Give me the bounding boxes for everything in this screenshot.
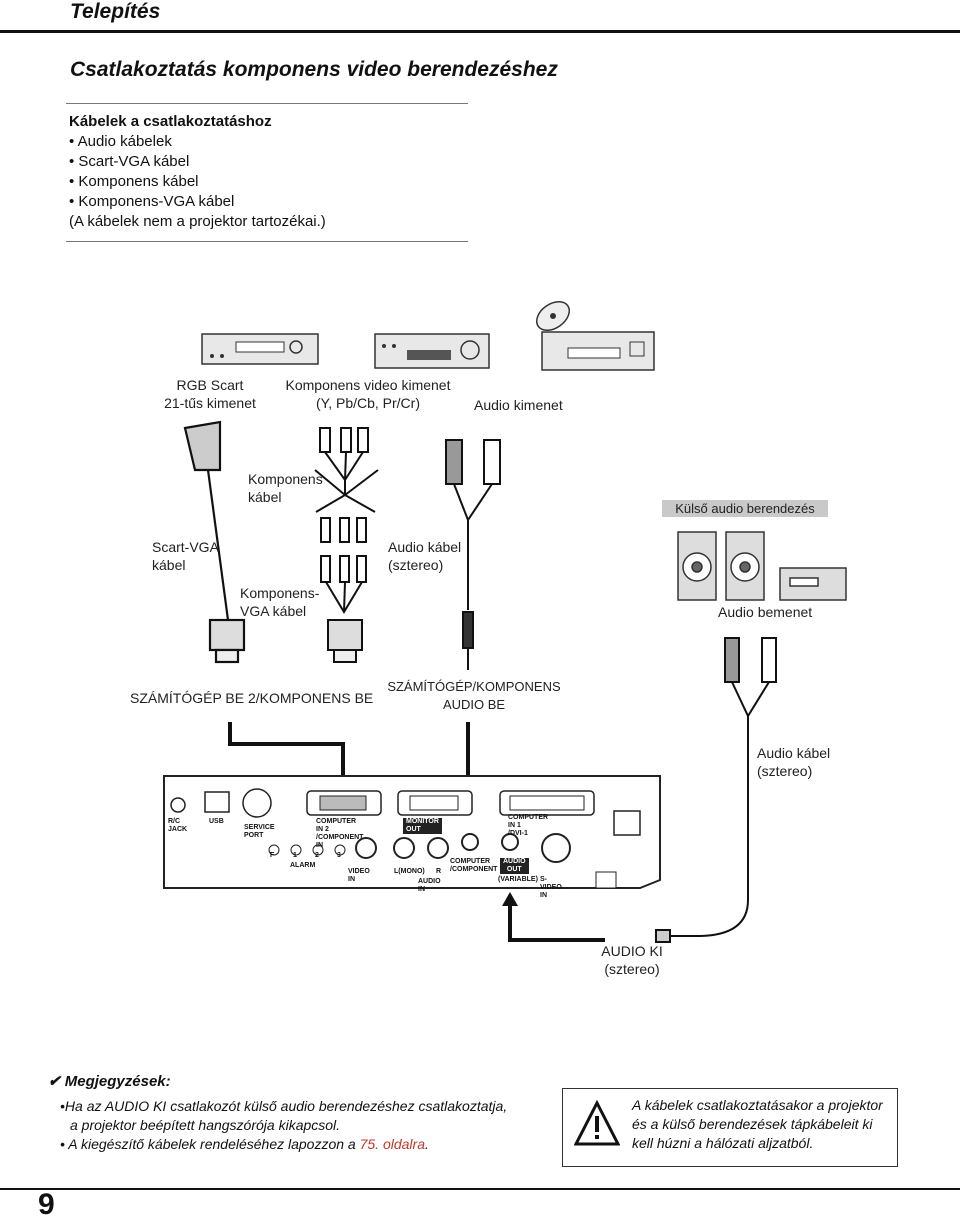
cables-title: Kábelek a csatlakoztatáshoz xyxy=(69,113,272,130)
audio-in-label: Audio bemenet xyxy=(718,604,813,620)
section-title: Csatlakoztatás komponens video berendezé… xyxy=(70,58,558,81)
rgb-scart-label-2: 21-tűs kimenet xyxy=(164,395,256,411)
scart-device-icon xyxy=(201,333,319,365)
usb-label: USB xyxy=(209,818,224,825)
comp-vga-label: Komponens- xyxy=(240,585,320,601)
notes-title: ✔ Megjegyzések: xyxy=(48,1072,171,1090)
note-line-3-text: • A kiegészítő kábelek rendeléséhez lapo… xyxy=(60,1136,360,1152)
component-cable-label-2: kábel xyxy=(248,489,282,505)
component-cable xyxy=(314,427,379,663)
audio-in-panel-label: AUDIO IN xyxy=(418,878,441,893)
scart-vga-cable xyxy=(183,420,246,664)
warning-text: A kábelek csatlakoztatásakor a projektor… xyxy=(632,1096,894,1153)
alarm-3-label: 3 xyxy=(337,852,341,859)
connection-arrows xyxy=(228,722,605,942)
variable-label: (VARIABLE) xyxy=(498,876,538,883)
warning-box xyxy=(562,1088,898,1167)
audio-out-label: Audio kimenet xyxy=(474,397,563,413)
note-line-2: a projektor beépített hangszórója kikapc… xyxy=(70,1117,341,1133)
audio-source-device-icon xyxy=(535,300,655,371)
computer-in1-label: COMPUTER IN 1/DVI-1 xyxy=(508,814,549,837)
list-item: Komponens kábel xyxy=(69,172,468,192)
rgb-scart-label: RGB Scart xyxy=(176,377,244,393)
header-rule xyxy=(0,30,960,33)
header-title: Telepítés xyxy=(70,0,161,23)
cables-box: Kábelek a csatlakoztatáshoz Audio kábele… xyxy=(66,103,468,242)
scart-vga-label-2: kábel xyxy=(152,557,186,573)
list-item: Scart-VGA kábel xyxy=(69,152,468,172)
computer-in2-panel-label: COMPUTER IN 2/COMPONENT IN xyxy=(316,818,364,849)
audio-cable-label: Audio kábel xyxy=(388,539,462,555)
video-in-label: VIDEO IN xyxy=(348,868,370,883)
alarm-2-label: 2 xyxy=(315,852,319,859)
alarm-1-label: 1 xyxy=(293,852,297,859)
scart-vga-label: Scart-VGA xyxy=(152,539,219,555)
computer-component-label: COMPUTER/COMPONENT xyxy=(450,858,498,873)
note-line-3-end: . xyxy=(425,1136,429,1152)
notes-title-text: Megjegyzések: xyxy=(64,1073,171,1090)
cables-list: Audio kábelek Scart-VGA kábel Komponens … xyxy=(69,132,468,212)
audio-cable-right-label: Audio kábel xyxy=(757,745,831,761)
computer-in2-label: SZÁMÍTÓGÉP BE 2/KOMPONENS BE xyxy=(130,690,374,706)
audio-out-cable xyxy=(655,637,777,943)
audio-cable-right-label-2: (sztereo) xyxy=(757,763,813,779)
check-icon: ✔ xyxy=(48,1073,61,1090)
computer-audio-label: SZÁMÍTÓGÉP/KOMPONENS xyxy=(387,679,561,694)
external-audio-label: Külső audio berendezés xyxy=(662,500,828,517)
cables-note: (A kábelek nem a projektor tartozékai.) xyxy=(69,213,326,230)
lmono-label: L(MONO) xyxy=(394,868,425,875)
computer-audio-label-2: AUDIO BE xyxy=(442,697,506,712)
alarm-label: ALARM xyxy=(290,862,316,869)
note-line-1: •Ha az AUDIO KI csatlakozót külső audio … xyxy=(60,1098,508,1114)
warning-line-3: kell húzni a hálózati aljzatból. xyxy=(632,1135,814,1151)
warning-line-1: A kábelek csatlakoztatásakor a projektor xyxy=(632,1097,883,1113)
page-link[interactable]: 75. oldalra xyxy=(359,1136,425,1152)
audio-ki-label-2: (sztereo) xyxy=(604,961,660,977)
component-cable-label: Komponens xyxy=(248,471,323,487)
audio-cable xyxy=(445,439,501,670)
note-line-3: • A kiegészítő kábelek rendeléséhez lapo… xyxy=(60,1135,550,1154)
list-item: Audio kábelek xyxy=(69,132,468,152)
component-out-label: Komponens video kimenet xyxy=(285,377,451,393)
component-device-icon xyxy=(374,333,490,369)
r-label: R xyxy=(436,868,442,875)
comp-vga-label-2: VGA kábel xyxy=(240,603,307,619)
footer-rule xyxy=(0,1188,960,1190)
warning-line-2: és a külső berendezések tápkábeleit ki xyxy=(632,1116,873,1132)
alarm-f-label: F xyxy=(270,852,275,859)
audio-cable-label-2: (sztereo) xyxy=(388,557,444,573)
s-video-label: S-VIDEO IN xyxy=(540,876,562,899)
list-item: Komponens-VGA kábel xyxy=(69,192,468,212)
speaker-icon xyxy=(677,531,847,601)
monitor-out-label: MONITOR OUT xyxy=(403,818,442,834)
audio-ki-label: AUDIO KI xyxy=(601,943,663,959)
component-out-label-2: (Y, Pb/Cb, Pr/Cr) xyxy=(316,395,420,411)
warning-icon xyxy=(574,1100,620,1146)
page-number: 9 xyxy=(38,1188,55,1221)
